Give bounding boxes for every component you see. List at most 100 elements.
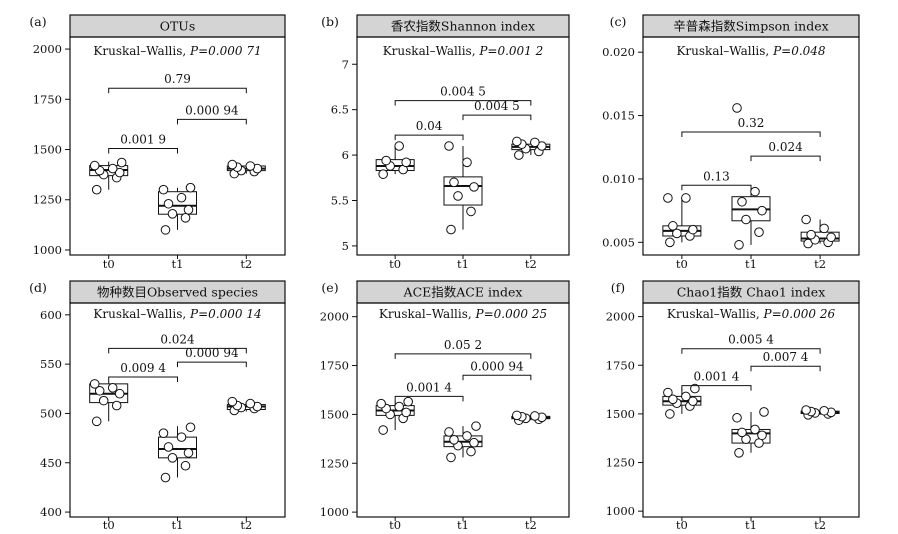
data-point [107, 383, 118, 393]
data-point [167, 453, 178, 463]
comparison-bracket [108, 87, 247, 94]
data-point [107, 163, 118, 174]
data-point [89, 379, 100, 389]
data-point [185, 182, 196, 193]
comparison-p-value: 0.000 94 [470, 359, 524, 373]
y-tick-label: 0.005 [602, 235, 635, 249]
data-point [469, 182, 479, 192]
y-tick-label: 7 [342, 57, 349, 71]
data-point [530, 137, 540, 148]
x-tick-label: t0 [103, 518, 115, 532]
comparison-bracket [750, 365, 821, 372]
p-value: P=0.000 14 [189, 307, 262, 321]
data-point [734, 240, 744, 250]
x-tick-label: t1 [745, 257, 757, 271]
y-tick-label: 5.5 [331, 194, 349, 208]
data-point [449, 435, 459, 445]
panel-label: (e) [321, 280, 338, 295]
panel-title: 物种数目Observed species [97, 285, 258, 300]
data-point [89, 160, 100, 171]
x-tick-label: t0 [103, 257, 115, 271]
test-name: Kruskal–Wallis, [667, 307, 764, 321]
y-tick-label: 2000 [33, 42, 62, 56]
data-point [183, 204, 194, 215]
data-point [180, 213, 191, 223]
data-point [91, 416, 102, 427]
data-point [466, 206, 476, 217]
data-point [688, 224, 698, 235]
data-point [514, 150, 524, 160]
data-point [403, 396, 413, 407]
comparison-bracket [108, 376, 178, 382]
data-point [732, 103, 742, 113]
x-tick-label: t0 [676, 518, 688, 532]
data-point [449, 177, 459, 188]
test-name: Kruskal–Wallis, [383, 44, 480, 58]
data-point [378, 425, 388, 435]
data-point [163, 442, 174, 452]
comparison-p-value: 0.04 [416, 119, 443, 133]
data-point [750, 186, 760, 197]
x-tick-label: t1 [745, 518, 757, 532]
data-point [160, 472, 171, 483]
data-point [158, 428, 169, 438]
data-point [167, 209, 178, 219]
data-point [401, 157, 411, 168]
panel-label: (f) [611, 280, 625, 295]
y-tick-label: 1000 [606, 504, 635, 518]
box-iqr [800, 231, 840, 242]
comparison-p-value: 0.000 94 [185, 346, 239, 360]
x-tick-label: t1 [172, 257, 184, 271]
x-tick-label: t0 [676, 257, 688, 271]
data-point [665, 409, 675, 419]
data-point [245, 398, 256, 409]
y-tick-label: 0.015 [602, 109, 635, 123]
data-point [688, 396, 698, 407]
p-value: P=0.000 25 [475, 307, 548, 321]
data-point [116, 157, 127, 168]
x-tick-label: t0 [389, 518, 401, 532]
y-tick-label: 1250 [606, 456, 635, 470]
data-point [512, 136, 522, 147]
y-tick-label: 600 [40, 308, 62, 322]
test-result: Kruskal–Wallis, P=0.048 [676, 44, 825, 58]
data-point [160, 225, 171, 235]
comparison-bracket [462, 114, 532, 121]
y-tick-label: 1500 [33, 143, 62, 157]
x-tick-label: t2 [240, 518, 252, 532]
x-tick-label: t1 [457, 518, 469, 532]
data-point [91, 184, 102, 195]
panel-label: (d) [29, 280, 47, 295]
x-tick-label: t2 [814, 257, 826, 271]
data-point [750, 424, 760, 435]
data-point [757, 205, 767, 216]
test-result: Kruskal–Wallis, P=0.001 2 [383, 44, 544, 58]
panel-label: (a) [29, 14, 46, 29]
test-name: Kruskal–Wallis, [379, 307, 476, 321]
data-point [469, 437, 479, 448]
comparison-bracket [681, 385, 752, 391]
y-tick-label: 1500 [606, 407, 635, 421]
test-name: Kruskal–Wallis, [93, 44, 190, 58]
data-point [114, 167, 125, 178]
data-point [668, 394, 678, 405]
x-tick-label: t2 [814, 518, 826, 532]
data-point [737, 427, 747, 438]
y-tick-label: 2000 [320, 310, 349, 324]
data-point [732, 412, 742, 423]
panel-label: (c) [610, 14, 627, 29]
panel-title: Chao1指数 Chao1 index [677, 285, 826, 300]
y-tick-label: 1750 [33, 92, 62, 106]
data-point [183, 448, 194, 458]
data-point [737, 196, 747, 207]
data-point [163, 198, 174, 209]
comparison-p-value: 0.000 94 [185, 103, 239, 117]
panel-label: (b) [321, 14, 339, 29]
x-tick-label: t2 [525, 257, 537, 271]
data-point [453, 191, 463, 201]
y-tick-label: 1750 [606, 358, 635, 372]
comparison-bracket [750, 155, 821, 162]
x-tick-label: t2 [240, 257, 252, 271]
comparison-bracket [394, 134, 464, 141]
test-result: Kruskal–Wallis, P=0.000 14 [93, 307, 261, 321]
